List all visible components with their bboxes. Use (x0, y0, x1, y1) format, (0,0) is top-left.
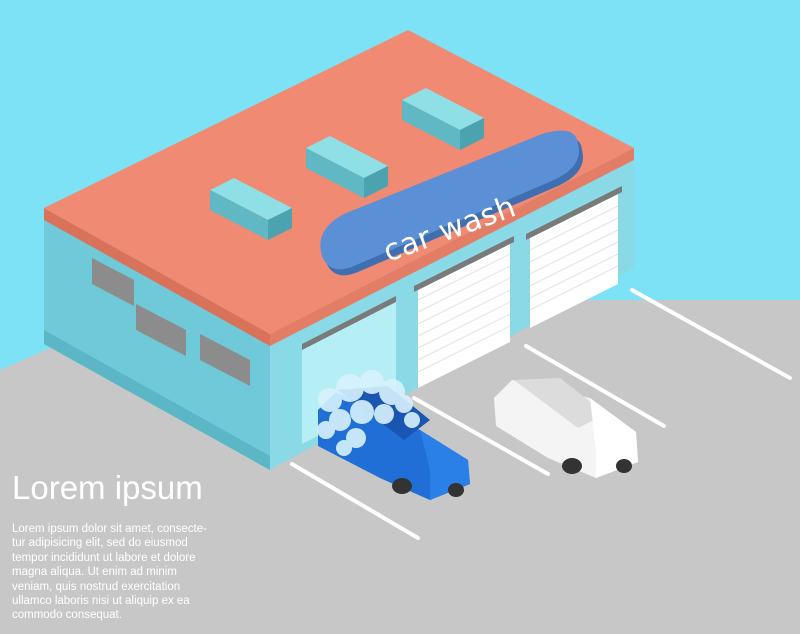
blue-car-hood (420, 430, 470, 500)
white-car-wheel-rear (616, 459, 632, 473)
roof-vent-1-top (210, 178, 292, 220)
garage-door-2 (418, 244, 510, 388)
building-left-base (44, 330, 270, 470)
body-line: magna aliqua. Ut enim ad minim (12, 566, 177, 579)
roof-vent-2-front (364, 166, 388, 198)
garage-door-3-frame (526, 186, 622, 240)
garage-door-1-frame (302, 296, 396, 350)
white-car-wheel-front (562, 458, 582, 474)
garage-door-3 (530, 194, 618, 328)
sign-board (320, 130, 579, 270)
roof-vent-2-top (306, 136, 388, 178)
body-line: commodo consequat. (12, 609, 122, 622)
roof-edge-left (44, 208, 270, 346)
blue-car-wheel-rear (448, 483, 464, 497)
garage-doors (302, 186, 622, 444)
body-line: Lorem ipsum dolor sit amet, consecte- (12, 523, 207, 535)
side-window-2 (136, 304, 186, 356)
roof-vent-2-side (306, 148, 364, 198)
roof-edge-front (270, 148, 634, 346)
body-paragraph: Lorem ipsum dolor sit amet, consecte- tu… (12, 522, 282, 623)
white-car-hood (590, 398, 638, 478)
roof-vents (210, 88, 484, 240)
body-line: tempor incididunt ut labore et dolore (12, 551, 196, 564)
roof-vent-1-side (210, 190, 268, 240)
roof-vent-3-top (402, 88, 484, 130)
body-line: veniam, quis nostrud exercitation (12, 580, 181, 593)
roof-vent-3-front (460, 118, 484, 150)
blue-car (317, 370, 470, 500)
garage-door-2-frame (414, 236, 514, 292)
roof-vent-3-side (402, 100, 460, 150)
roof-vent-1-front (268, 208, 292, 240)
side-window-3 (200, 334, 250, 386)
headline-text: Lorem ipsum (12, 469, 203, 506)
side-windows (92, 258, 250, 386)
white-car (494, 378, 638, 478)
foam-bubbles (317, 370, 420, 456)
body-line: tur adipisicing elit, sed do eiusmod (12, 537, 188, 550)
side-window-1 (92, 258, 134, 306)
parking-lines (290, 288, 792, 540)
blue-car-wheel-front (392, 478, 412, 494)
white-car-windshield (514, 378, 606, 428)
body-line: ullamco laboris nisi ut aliquip ex ea (12, 595, 190, 608)
